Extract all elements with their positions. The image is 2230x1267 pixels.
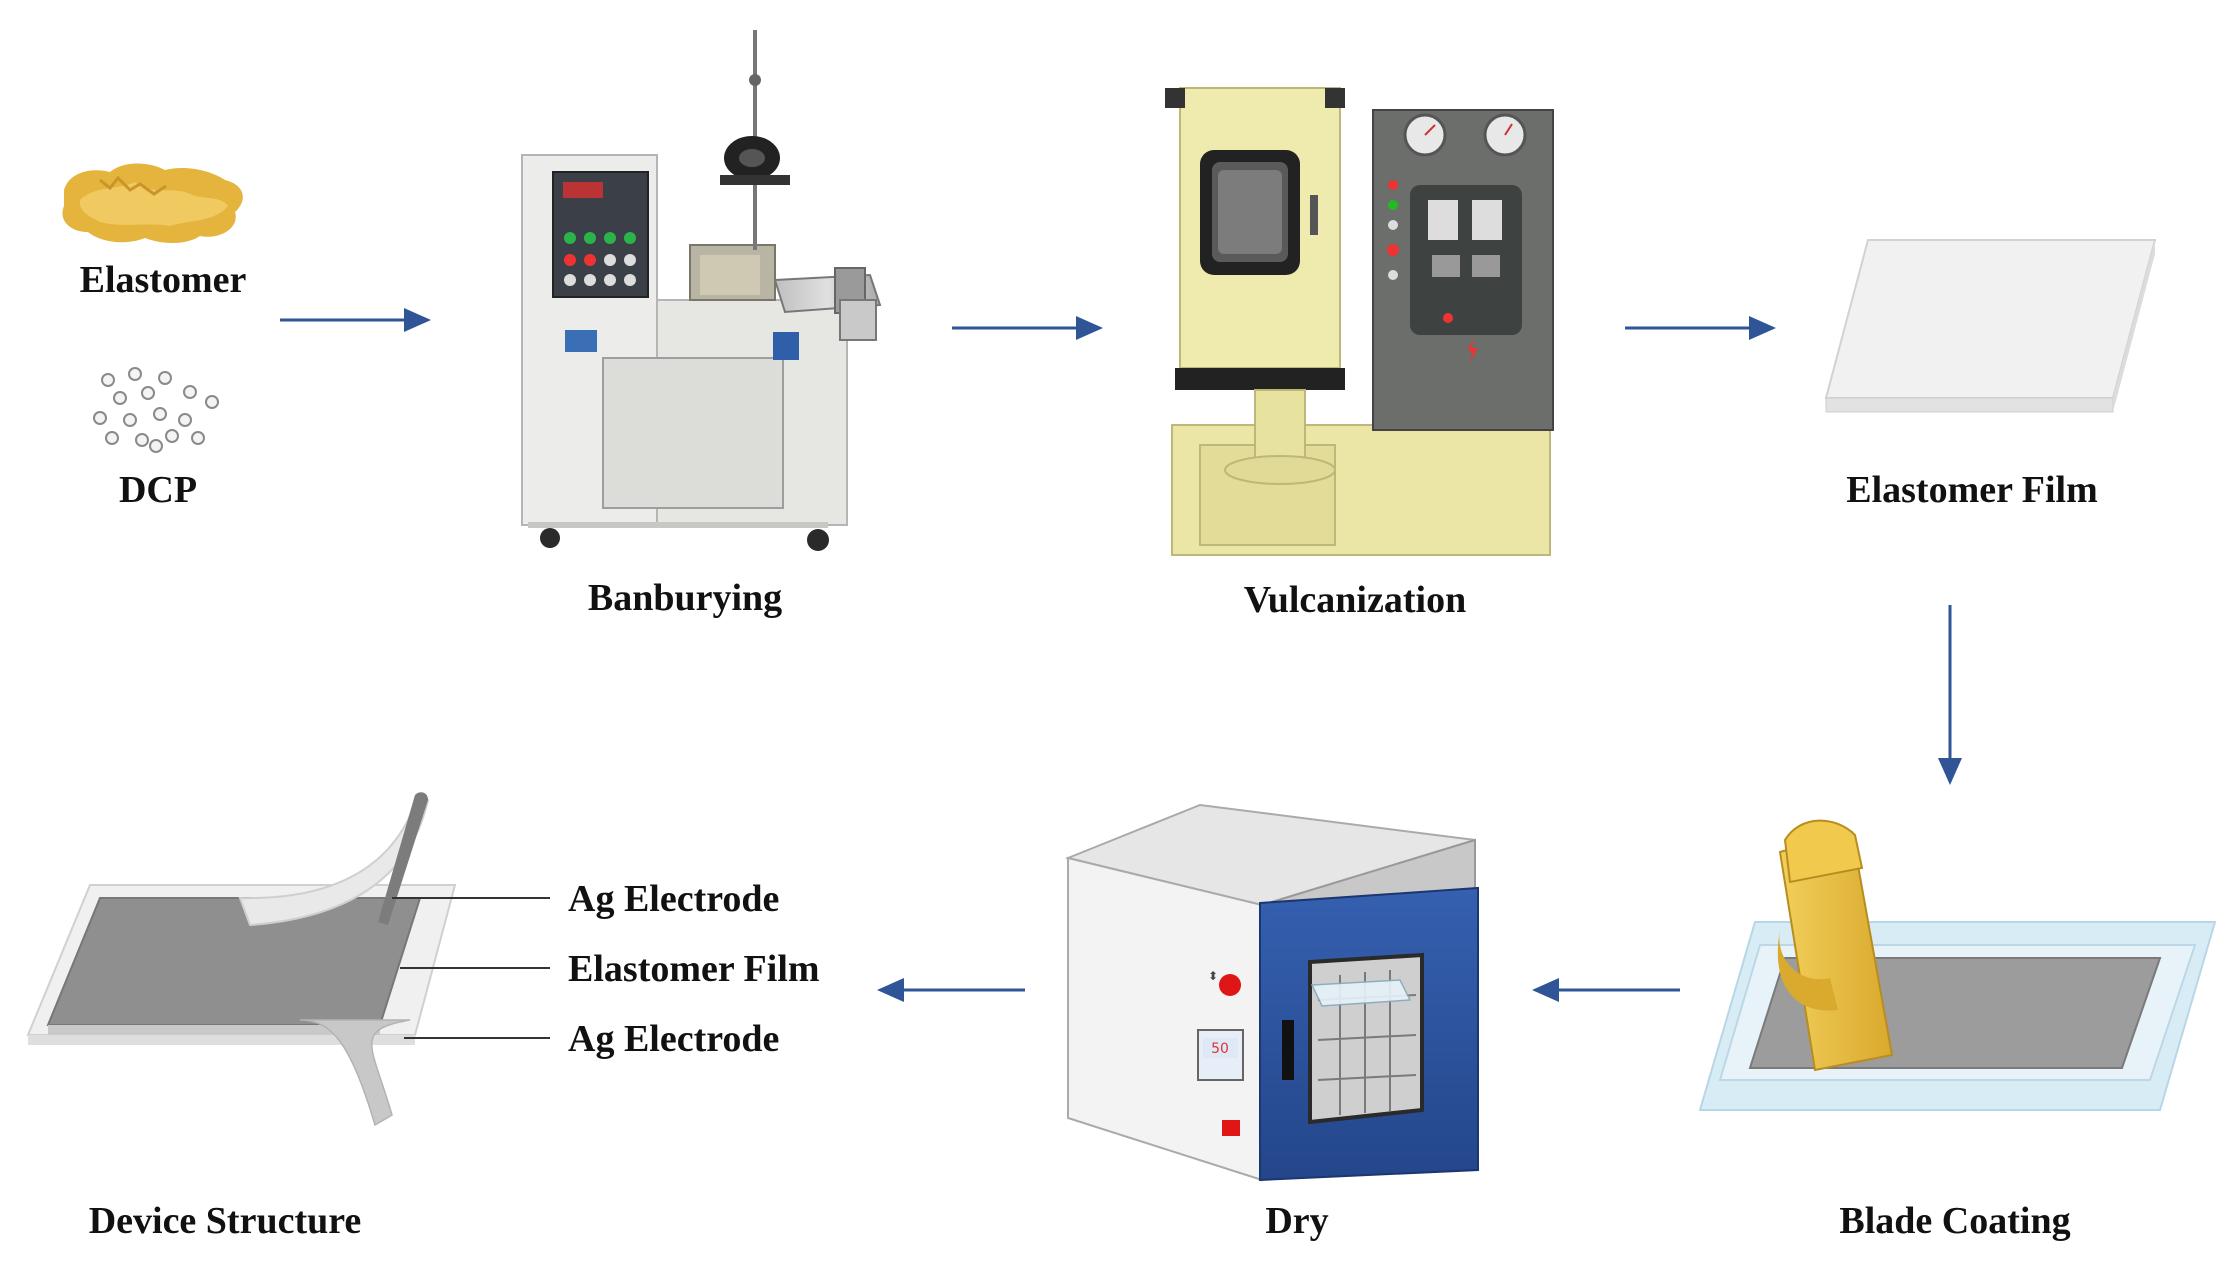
dry-label: Dry [1265, 1200, 1328, 1242]
elastomer-label: Elastomer [80, 259, 247, 301]
banburying-label: Banburying [588, 577, 782, 619]
callout-lines [392, 897, 550, 1039]
blade-coating-setup [1698, 819, 2217, 1111]
vulcanization-press-machine [1165, 87, 1554, 556]
oven-display-value: 50 [1211, 1041, 1229, 1057]
svg-text:⬍: ⬍ [1208, 969, 1218, 983]
elastomer-film-sheet [1824, 239, 2157, 413]
callout-elastomer-film: Elastomer Film [568, 948, 820, 990]
banbury-mixer-machine [521, 30, 882, 551]
callout-ag-electrode-bottom: Ag Electrode [568, 1018, 779, 1060]
blade-coating-label: Blade Coating [1839, 1200, 2070, 1242]
elastomer-granules [62, 163, 243, 243]
device-structure-label: Device Structure [89, 1200, 362, 1242]
elastomer-film-label: Elastomer Film [1846, 469, 2098, 511]
callout-ag-electrode-top: Ag Electrode [568, 878, 779, 920]
dcp-beads [93, 367, 219, 453]
drying-oven: ⬍ 50 [1064, 803, 1479, 1182]
dcp-label: DCP [119, 469, 197, 511]
vulcanization-label: Vulcanization [1244, 579, 1466, 621]
device-structure-illustration [26, 792, 457, 1127]
